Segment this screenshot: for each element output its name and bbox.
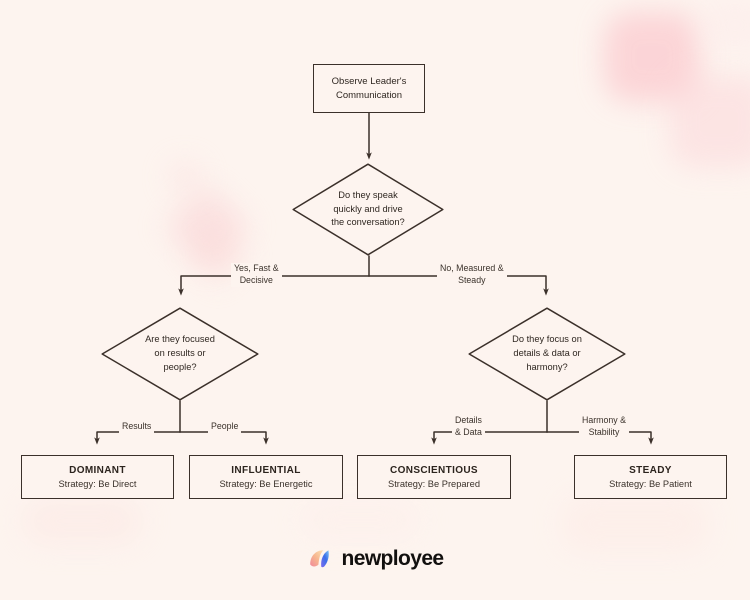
- edge-label-no-line1: No, Measured &: [440, 263, 504, 273]
- brand-wordmark: newployee: [341, 547, 445, 570]
- edge-yes-to-focus: [178, 275, 370, 296]
- result-node-steady[interactable]: STEADY Strategy: Be Patient: [574, 455, 727, 499]
- decision-results-or-people[interactable]: Are they focused on results or people?: [101, 307, 259, 401]
- diamond-shape-focus: [101, 307, 259, 401]
- decision-details-line2: details & data or: [513, 348, 581, 359]
- decision-speak-line2: quickly and drive: [333, 203, 403, 214]
- result-node-influential[interactable]: INFLUENTIAL Strategy: Be Energetic: [189, 455, 343, 499]
- edge-label-yes-fast-decisive: Yes, Fast & Decisive: [231, 263, 282, 287]
- result-strategy-conscientious: Strategy: Be Prepared: [388, 479, 480, 489]
- decision-details-line1: Do they focus on: [512, 334, 582, 345]
- decision-focus-line2: on results or: [154, 348, 206, 359]
- result-title-influential: INFLUENTIAL: [231, 465, 301, 476]
- result-node-dominant[interactable]: DOMINANT Strategy: Be Direct: [21, 455, 174, 499]
- newployee-logo-icon: [307, 546, 333, 572]
- edge-label-no-measured-steady: No, Measured & Steady: [437, 263, 507, 287]
- edge-label-details-line1: Details: [455, 415, 482, 425]
- edge-label-no-line2: Steady: [458, 274, 486, 285]
- edge-details-to-conscientious: [431, 431, 548, 445]
- edge-label-harmony-line1: Harmony &: [582, 415, 626, 425]
- result-title-dominant: DOMINANT: [69, 465, 126, 476]
- edge-label-results: Results: [119, 421, 155, 433]
- result-strategy-influential: Strategy: Be Energetic: [219, 479, 313, 489]
- decision-details-line3: harmony?: [526, 361, 568, 372]
- edge-label-people: People: [208, 421, 242, 433]
- diamond-shape-details: [468, 307, 626, 401]
- edge-label-yes-line2: Decisive: [239, 274, 273, 285]
- decision-focus-line1: Are they focused: [145, 334, 215, 345]
- start-node-line2: Communication: [336, 89, 402, 101]
- decision-speak-line1: Do they speak: [338, 189, 398, 200]
- start-node-line1: Observe Leader's: [331, 75, 407, 87]
- decision-focus-text: Are they focused on results or people?: [101, 307, 259, 401]
- decision-speak-text: Do they speak quickly and drive the conv…: [292, 163, 444, 256]
- edge-label-details-and-data: Details & Data: [452, 415, 485, 439]
- result-strategy-steady: Strategy: Be Patient: [609, 479, 692, 489]
- edge-label-harmony-and-stability: Harmony & Stability: [579, 415, 629, 439]
- decision-do-they-speak-quickly[interactable]: Do they speak quickly and drive the conv…: [292, 163, 444, 256]
- result-strategy-dominant: Strategy: Be Direct: [58, 479, 137, 489]
- footer-brand: newployee: [0, 546, 750, 572]
- diamond-shape-speak: [292, 163, 444, 256]
- edge-label-details-line2: & Data: [455, 426, 482, 437]
- result-title-steady: STEADY: [629, 465, 672, 476]
- decision-focus-line3: people?: [163, 361, 197, 372]
- node-observe-leader-communication[interactable]: Observe Leader's Communication: [313, 64, 425, 113]
- edge-label-harmony-line2: Stability: [588, 426, 620, 437]
- result-node-conscientious[interactable]: CONSCIENTIOUS Strategy: Be Prepared: [357, 455, 511, 499]
- decision-speak-line3: the conversation?: [331, 217, 405, 228]
- decision-details-text: Do they focus on details & data or harmo…: [468, 307, 626, 401]
- result-title-conscientious: CONSCIENTIOUS: [390, 465, 478, 476]
- edge-no-to-details: [368, 275, 549, 296]
- decision-details-or-harmony[interactable]: Do they focus on details & data or harmo…: [468, 307, 626, 401]
- edge-label-yes-line1: Yes, Fast &: [234, 263, 279, 273]
